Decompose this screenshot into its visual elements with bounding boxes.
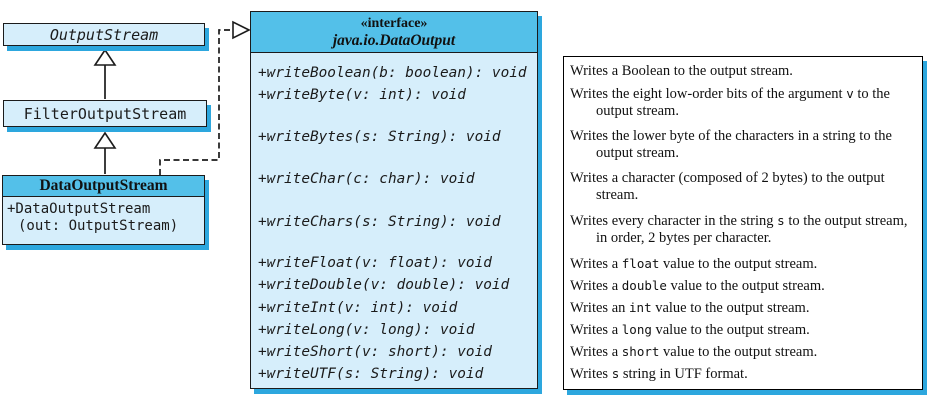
method-signature: +writeShort(v: short): void bbox=[258, 344, 492, 360]
method-description: Writes an int value to the output stream… bbox=[570, 300, 810, 316]
method-signature: +writeInt(v: int): void bbox=[258, 300, 458, 316]
interface-name-label: java.io.DataOutput bbox=[332, 32, 456, 49]
method-signature: +writeChars(s: String): void bbox=[258, 214, 501, 230]
method-description: Writes the eight low-order bits of the a… bbox=[570, 86, 890, 119]
class-box-filteroutputstream: FilterOutputStream bbox=[3, 100, 207, 127]
method-description: Writes a character (composed of 2 bytes)… bbox=[570, 170, 885, 203]
method-description: Writes every character in the string s t… bbox=[570, 213, 908, 246]
hollow-triangle-arrowhead bbox=[93, 131, 117, 149]
method-signature: +writeBytes(s: String): void bbox=[258, 129, 501, 145]
method-signature: +writeUTF(s: String): void bbox=[258, 366, 484, 382]
hollow-triangle-arrowhead bbox=[93, 48, 117, 66]
method-signature: +writeChar(c: char): void bbox=[258, 171, 475, 187]
description-panel: Writes a Boolean to the output stream. W… bbox=[563, 56, 923, 390]
realization-arrow-dataoutputstream-to-dataoutput bbox=[159, 20, 251, 175]
method-signature: +writeFloat(v: float): void bbox=[258, 255, 492, 271]
class-name-label: OutputStream bbox=[49, 25, 159, 44]
realization-dashed-line bbox=[159, 29, 233, 175]
method-description: Writes the lower byte of the characters … bbox=[570, 128, 892, 161]
method-signature: +writeByte(v: int): void bbox=[258, 87, 466, 103]
class-title-label: DataOutputStream bbox=[3, 176, 204, 197]
constructor-signature-line2: (out: OutputStream) bbox=[18, 218, 179, 234]
class-box-outputstream: OutputStream bbox=[3, 23, 205, 46]
class-members-compartment: +DataOutputStream (out: OutputStream) bbox=[3, 197, 204, 235]
class-box-dataoutputstream: DataOutputStream +DataOutputStream (out:… bbox=[2, 175, 205, 245]
inheritance-arrow-dataoutputstream-to-filteroutputstream bbox=[93, 131, 117, 174]
hollow-triangle-arrowhead bbox=[232, 20, 251, 40]
class-name-label: FilterOutputStream bbox=[23, 104, 187, 123]
method-signature: +writeDouble(v: double): void bbox=[258, 277, 510, 293]
constructor-signature-line1: +DataOutputStream bbox=[7, 201, 151, 217]
method-signature: +writeLong(v: long): void bbox=[258, 322, 475, 338]
interface-header: «interface» java.io.DataOutput bbox=[251, 12, 537, 53]
method-description: Writes s string in UTF format. bbox=[570, 366, 748, 382]
method-description: Writes a long value to the output stream… bbox=[570, 322, 810, 338]
interface-stereotype-label: «interface» bbox=[360, 16, 428, 31]
method-description: Writes a float value to the output strea… bbox=[570, 256, 818, 272]
inheritance-arrow-filteroutputstream-to-outputstream bbox=[93, 48, 117, 99]
method-description: Writes a short value to the output strea… bbox=[570, 344, 818, 360]
method-description: Writes a Boolean to the output stream. bbox=[570, 63, 793, 79]
interface-box-dataoutput: «interface» java.io.DataOutput +writeBoo… bbox=[250, 11, 538, 389]
method-signature: +writeBoolean(b: boolean): void bbox=[258, 65, 527, 81]
method-description: Writes a double value to the output stre… bbox=[570, 278, 825, 294]
